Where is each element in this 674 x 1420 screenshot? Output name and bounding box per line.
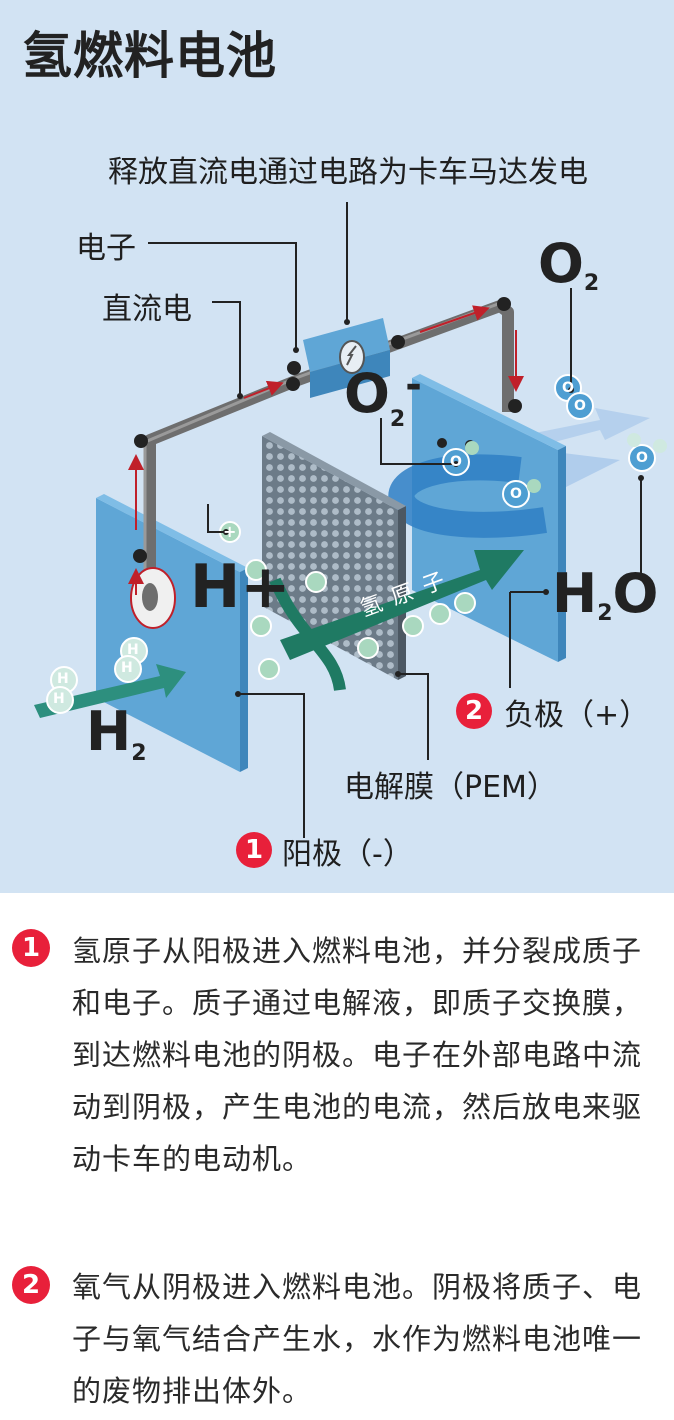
anode-label: 阳极（-） — [282, 837, 413, 872]
atom-o-1: O — [562, 380, 574, 396]
page-title: 氢燃料电池 — [22, 27, 277, 85]
leader-lines — [148, 202, 642, 838]
atom-h-2: H — [53, 691, 65, 707]
hydrogen-molecules — [46, 637, 148, 714]
cathode-label: 负极（+） — [504, 698, 650, 733]
water-label: H2O — [552, 562, 659, 626]
proton-dots — [219, 521, 476, 680]
proton-label: H+ — [190, 552, 291, 622]
pem-label: 电解膜（PEM） — [344, 770, 557, 805]
anode-plate — [96, 498, 240, 772]
atom-h-4: H — [121, 660, 133, 676]
atom-o-4: O — [510, 486, 522, 502]
step-1-badge: 1 — [12, 929, 50, 967]
hydrogen-label: H2 — [86, 700, 147, 766]
electron-label: 电子 — [76, 231, 136, 266]
oxide-ion-label: O2- — [344, 362, 422, 432]
cathode-badge: 2 — [456, 693, 492, 729]
circuit-label: 释放直流电通过电路为卡车马达发电 — [108, 155, 588, 190]
atom-o-2: O — [574, 398, 586, 414]
step-2-badge: 2 — [12, 1266, 50, 1304]
atom-o-5: O — [636, 450, 648, 466]
oxygen-label: O2 — [538, 232, 600, 296]
proton-arrow — [280, 550, 524, 660]
atom-o-3: O — [450, 454, 462, 470]
step-2-text: 氧气从阴极进入燃料电池。阴极将质子、电子与氧气结合产生水，水作为燃料电池唯一的废… — [72, 1270, 643, 1408]
fuel-cell-diagram: H H H H O O O O O + 氢燃料电池 释放直流电通过电路为卡车马达… — [0, 0, 674, 893]
atom-h-3: H — [127, 642, 139, 658]
dc-label: 直流电 — [102, 292, 192, 327]
atom-h-1: H — [57, 671, 69, 687]
proton-plus: + — [223, 522, 237, 541]
step-1-text: 氢原子从阳极进入燃料电池，并分裂成质子和电子。质子通过电解液，即质子交换膜，到达… — [72, 934, 643, 1176]
anode-badge: 1 — [236, 832, 272, 868]
diagram-graphics — [34, 202, 667, 838]
oxygen-molecules — [442, 374, 667, 508]
